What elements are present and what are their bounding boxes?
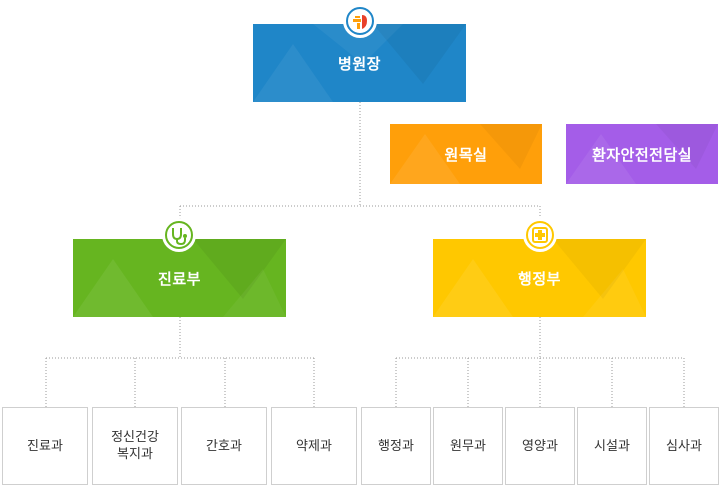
medical-unit-pharmacy: 약제과 [271, 407, 357, 485]
medical-unit-nursing: 간호과 [181, 407, 267, 485]
admin-dept-box: 행정부 [433, 239, 646, 317]
medical-cross-icon [523, 218, 557, 252]
patient-safety-office-label: 환자안전전담실 [591, 145, 693, 164]
admin-unit-administration: 행정과 [361, 407, 431, 485]
medical-unit-clinical: 진료과 [2, 407, 88, 485]
director-label: 병원장 [338, 54, 381, 73]
medical-unit-mental-health: 정신건강 복지과 [92, 407, 178, 485]
chaplain-office-box: 원목실 [390, 124, 542, 184]
chaplain-office-label: 원목실 [444, 145, 488, 164]
admin-unit-nutrition: 영양과 [505, 407, 575, 485]
stethoscope-icon [162, 218, 196, 252]
admin-unit-review: 심사과 [649, 407, 719, 485]
medical-dept-label: 진료부 [158, 269, 201, 288]
hospital-logo-icon [343, 4, 377, 38]
admin-unit-patient-affairs: 원무과 [433, 407, 503, 485]
medical-dept-box: 진료부 [73, 239, 286, 317]
admin-dept-label: 행정부 [518, 269, 561, 288]
patient-safety-office-box: 환자안전전담실 [566, 124, 718, 184]
admin-unit-facilities: 시설과 [577, 407, 647, 485]
